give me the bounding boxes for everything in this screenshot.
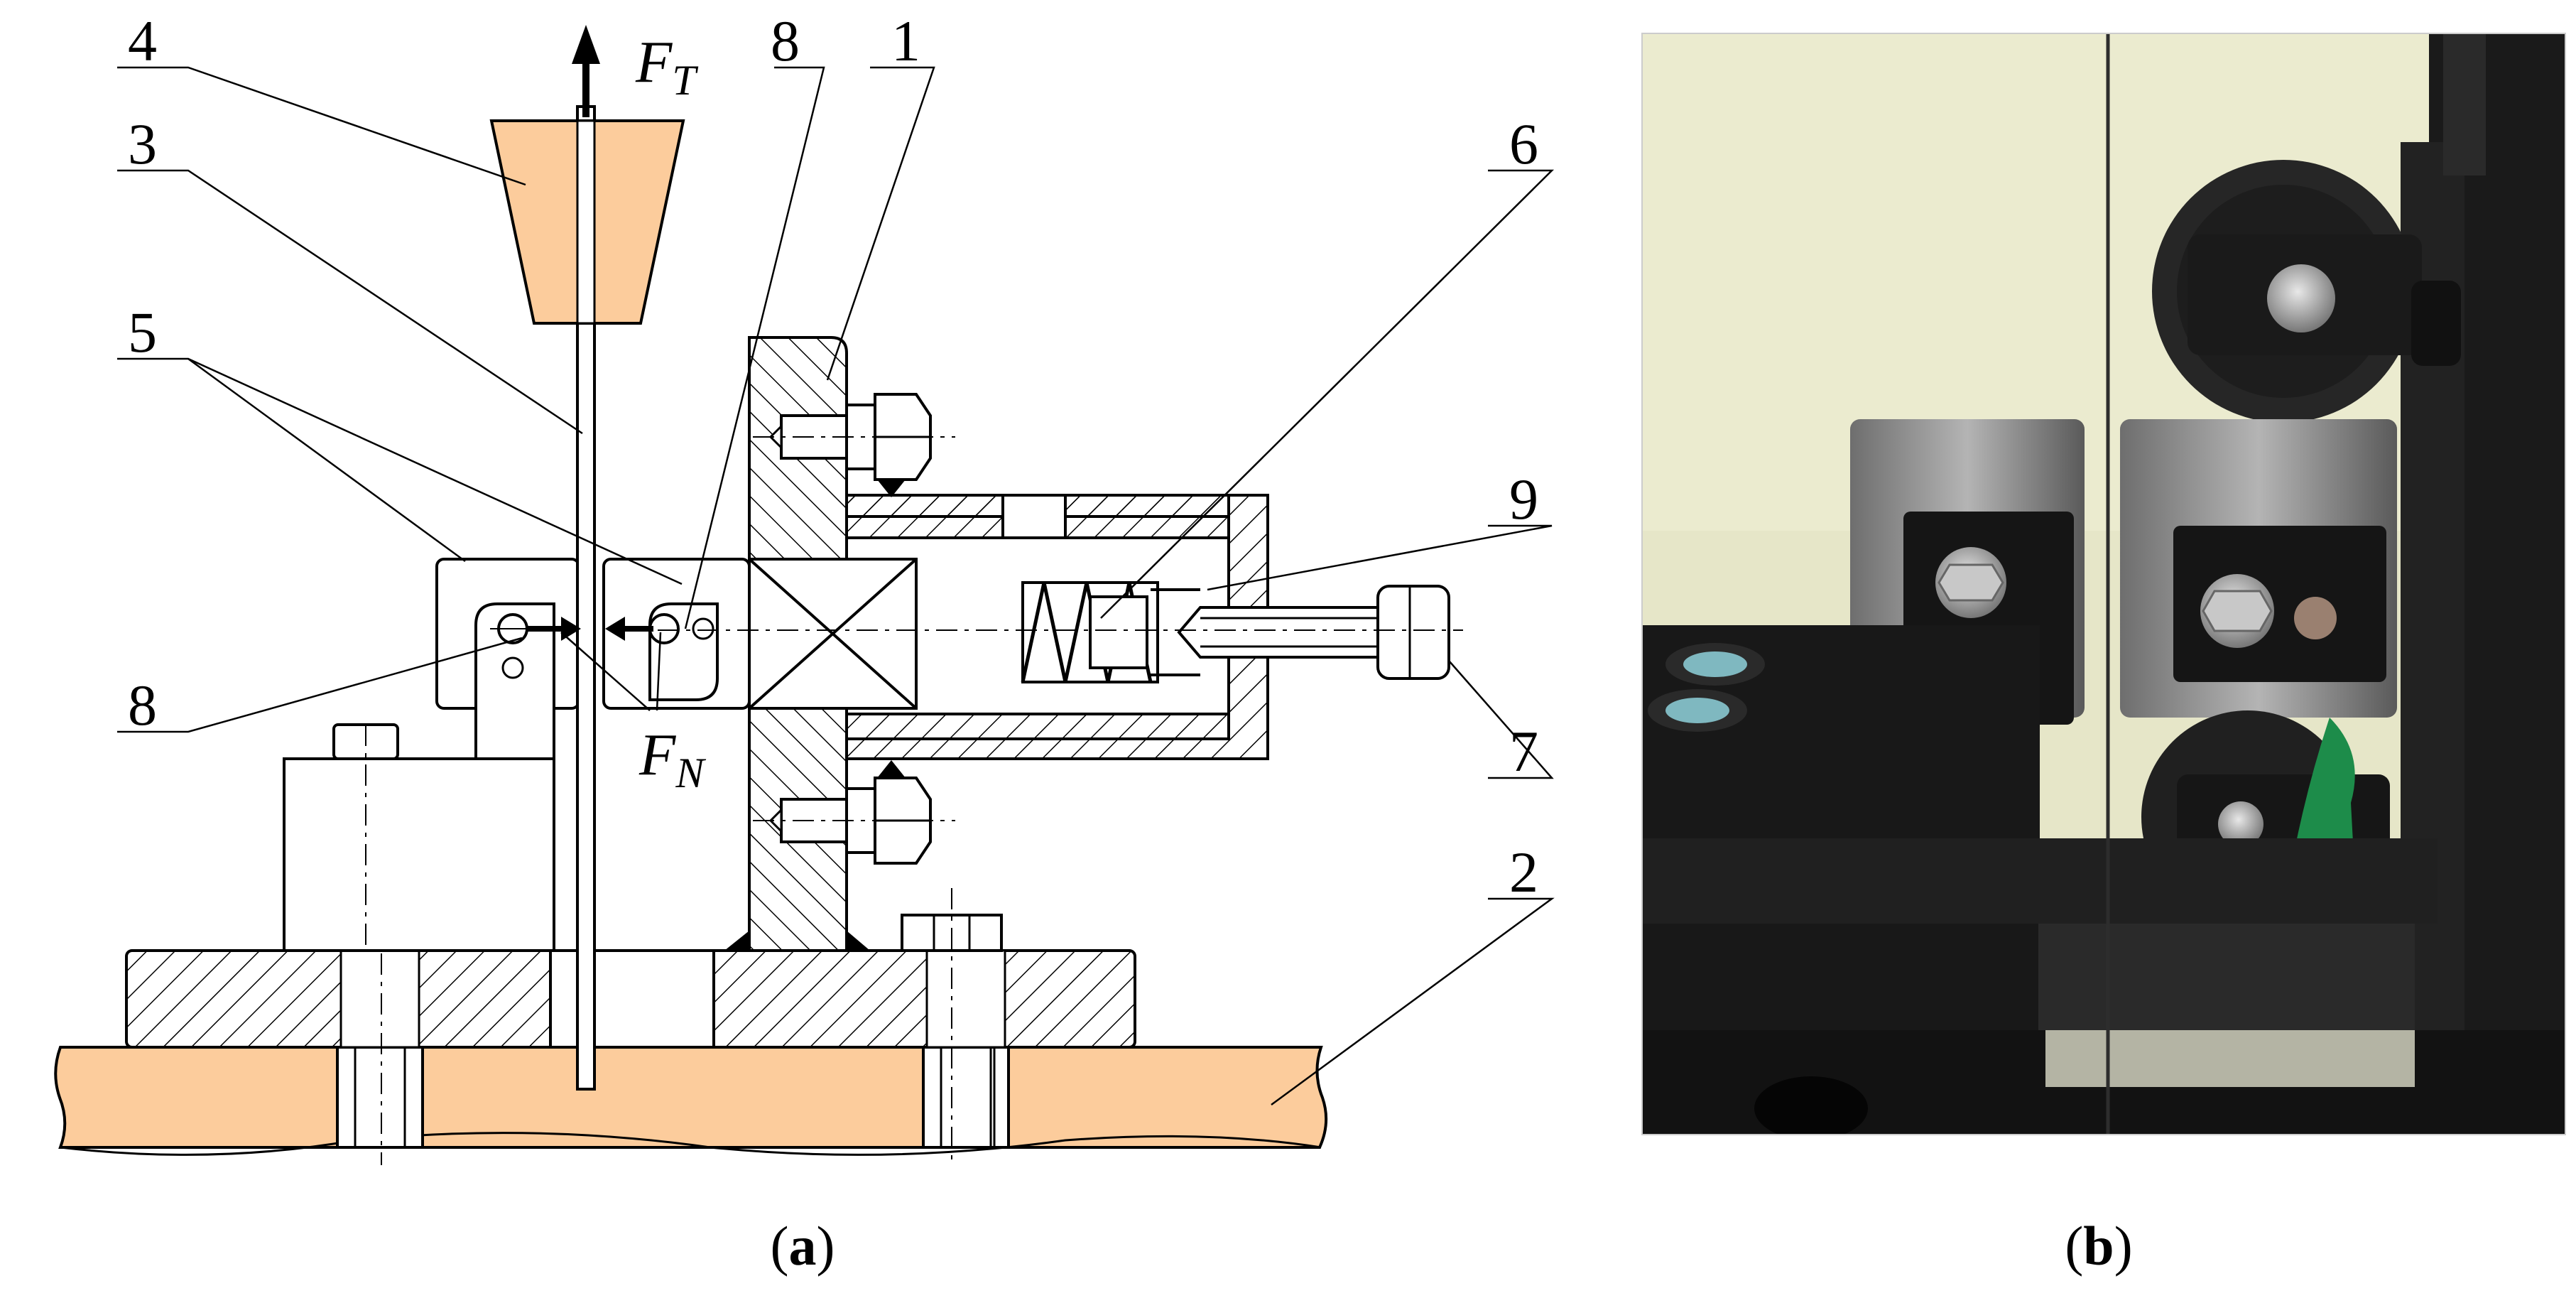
callout-8-upper: 8	[771, 9, 800, 73]
base-hole-right	[922, 1046, 1010, 1149]
callout-9: 9	[1509, 467, 1538, 531]
caption-b: (b)	[2065, 1215, 2132, 1277]
panel-a-schematic: 4 3 5 8 8 1 6 9 7 2 FT FN (a)	[54, 9, 1555, 1277]
base-hole-left	[336, 1046, 424, 1149]
callout-4: 4	[128, 9, 157, 73]
base-plate-wavy-edge	[60, 1132, 1322, 1156]
callout-2: 2	[1509, 840, 1538, 904]
callout-1: 1	[891, 9, 920, 73]
spring	[1021, 582, 1153, 683]
adjust-screw-part-7	[1177, 606, 1379, 659]
left-support-block	[283, 757, 555, 952]
leader-lines	[117, 66, 1555, 1106]
adjust-screw-head	[1376, 585, 1450, 680]
caption-a: (a)	[771, 1215, 835, 1277]
callout-7: 7	[1509, 719, 1538, 784]
callout-6: 6	[1509, 112, 1538, 176]
callout-3: 3	[128, 112, 157, 176]
panel-b-photo: (b)	[1641, 33, 2566, 1277]
callout-8-lower: 8	[128, 673, 157, 737]
tension-force-arrowhead	[572, 25, 600, 64]
callout-5: 5	[128, 300, 157, 364]
normal-force-label: FN	[638, 722, 706, 796]
tension-force-label: FT	[635, 29, 698, 104]
base-plate-part-2	[54, 1046, 1328, 1149]
